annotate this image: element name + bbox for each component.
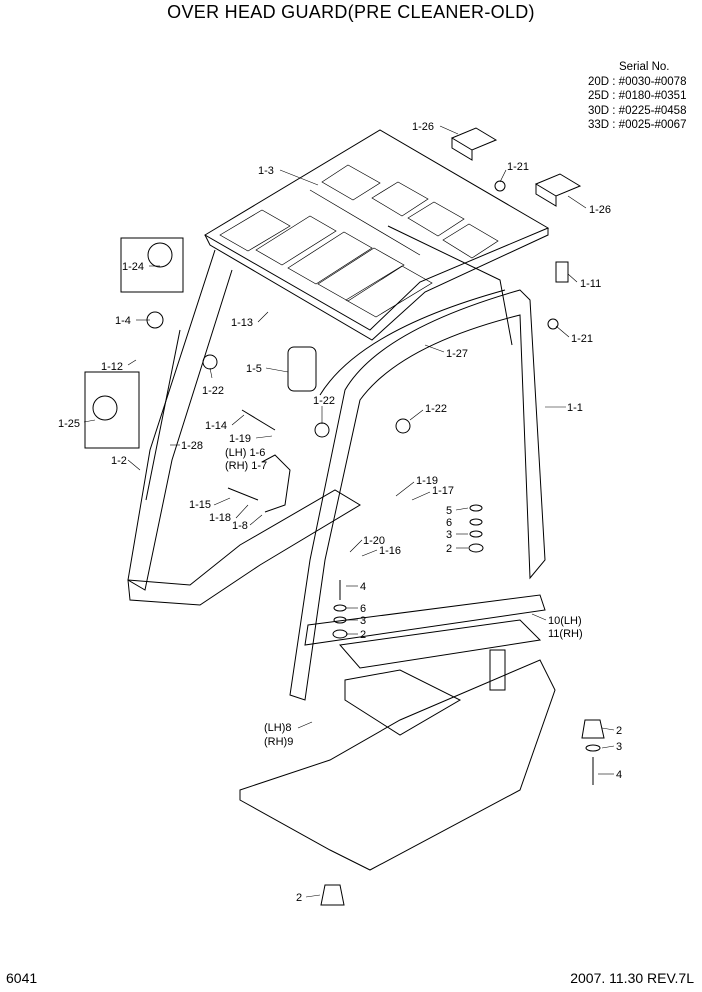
callout-label: 1-2 <box>111 455 127 467</box>
callout-label: 1-22 <box>313 395 335 407</box>
callout-label: 1-26 <box>589 204 611 216</box>
callout-label: 1-15 <box>189 499 211 511</box>
callout-label: 1-3 <box>258 165 274 177</box>
callout-label: 1-25 <box>58 418 80 430</box>
callout-label: 3 <box>616 741 622 753</box>
callout-label: 1-21 <box>571 333 593 345</box>
callout-label: 1-17 <box>432 485 454 497</box>
serial-line: 20D : #0030-#0078 <box>588 75 687 88</box>
callout-label: 1-28 <box>181 440 203 452</box>
callout-label: (LH) 1-6 <box>225 447 265 459</box>
callout-label: 1-18 <box>209 512 231 524</box>
revision-date: 2007. 11.30 REV.7L <box>570 970 694 986</box>
callout-label: 4 <box>360 581 366 593</box>
callout-label: 1-4 <box>115 315 131 327</box>
callout-label: 1-21 <box>507 161 529 173</box>
callout-label: 1-14 <box>205 420 227 432</box>
callout-label: 1-1 <box>567 402 583 414</box>
callout-label: 11(RH) <box>548 628 583 640</box>
callout-label: 1-19 <box>416 475 438 487</box>
callout-label: 1-19 <box>229 433 251 445</box>
callout-label: 3 <box>360 615 366 627</box>
callout-label: 5 <box>446 505 452 517</box>
callout-label: 1-13 <box>231 317 253 329</box>
callout-label: 2 <box>360 629 366 641</box>
callout-label: 3 <box>446 529 452 541</box>
serial-line: 30D : #0225-#0458 <box>588 104 687 117</box>
part-callout-labels: 1-26 1-3 1-21 1-26 1-24 1-11 1-4 1-13 1-… <box>58 121 622 904</box>
callout-label: 1-16 <box>379 545 401 557</box>
callout-label: 1-20 <box>363 535 385 547</box>
callout-label: 2 <box>446 543 452 555</box>
page-number: 6041 <box>6 970 38 986</box>
callout-label: 1-8 <box>232 520 248 532</box>
callout-label: 2 <box>616 725 622 737</box>
serial-line: 25D : #0180-#0351 <box>588 90 687 102</box>
overhead-guard-drawing <box>84 127 605 906</box>
serial-line: 33D : #0025-#0067 <box>588 119 687 131</box>
serial-number-block: Serial No. 20D : #0030-#0078 25D : #0180… <box>588 60 686 133</box>
callout-label: 1-11 <box>580 278 601 290</box>
callout-label: 1-22 <box>202 385 224 397</box>
callout-label: 6 <box>360 603 366 615</box>
serial-header: Serial No. <box>619 61 670 73</box>
callout-label: 10(LH) <box>548 615 582 627</box>
callout-label: 4 <box>616 769 622 781</box>
callout-label: 6 <box>446 517 452 529</box>
callout-label: 1-24 <box>122 261 144 273</box>
callout-label: 1-12 <box>101 361 123 373</box>
callout-label: 1-27 <box>446 348 468 360</box>
callout-label: 1-5 <box>246 363 262 375</box>
page-title: OVER HEAD GUARD(PRE CLEANER-OLD) <box>167 2 535 22</box>
callout-label: 1-22 <box>425 403 447 415</box>
callout-label: (RH)9 <box>264 736 293 748</box>
callout-label: (RH) 1-7 <box>225 460 267 472</box>
callout-label: 1-26 <box>412 121 434 133</box>
callout-label: 2 <box>296 892 302 904</box>
leader-lines <box>83 125 615 898</box>
callout-label: (LH)8 <box>264 722 292 734</box>
